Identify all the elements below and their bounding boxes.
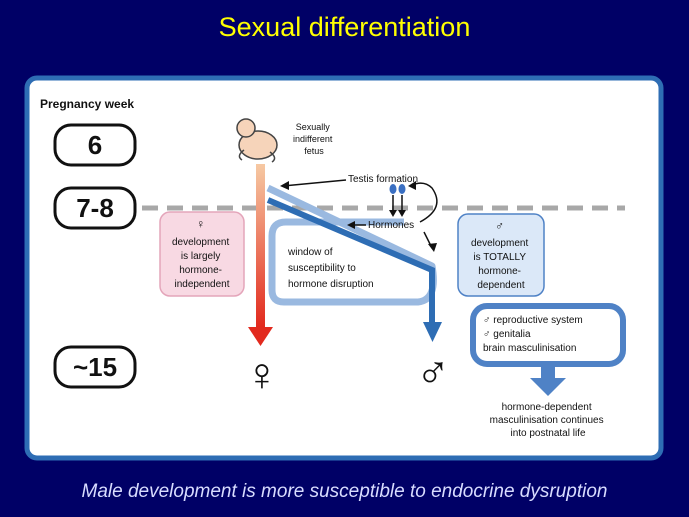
female-box-line: is largely xyxy=(181,251,220,262)
testis-arrow xyxy=(282,179,347,187)
male-pathway-arrow xyxy=(266,197,442,342)
male-box-line: ♂ xyxy=(495,219,504,233)
week-label-7-8: 7-8 xyxy=(76,193,114,223)
week-label-15: ~15 xyxy=(73,352,117,382)
testes-icon xyxy=(389,184,406,194)
pregnancy-week-label: Pregnancy week xyxy=(40,97,134,111)
male-box-line: hormone- xyxy=(478,266,521,277)
slide-footer: Male development is more susceptible to … xyxy=(81,481,608,502)
fetus-label: Sexually indifferent fetus xyxy=(293,122,335,156)
male-symbol: ♂ xyxy=(416,346,451,398)
male-box-line: is TOTALLY xyxy=(473,252,526,263)
male-box-line: dependent xyxy=(477,280,524,291)
male-outcomes-text: ♂ reproductive system ♂ genitalia brain … xyxy=(483,315,586,354)
window-label-line: window of xyxy=(287,247,333,258)
week-box-15: ~15 xyxy=(53,345,137,389)
male-development-box: ♂ development is TOTALLY hormone- depend… xyxy=(457,213,545,297)
postnatal-text: hormone-dependent masculinisation contin… xyxy=(490,402,607,439)
female-box-text: ♀ development is largely hormone- indepe… xyxy=(172,217,232,290)
slide-title: Sexual differentiation xyxy=(218,12,471,42)
female-development-box: ♀ development is largely hormone- indepe… xyxy=(159,211,245,297)
female-box-line: development xyxy=(172,237,229,248)
window-label-line: hormone disruption xyxy=(288,279,374,290)
female-symbol: ♀ xyxy=(245,348,280,400)
window-label-line: susceptibility to xyxy=(288,263,356,274)
female-pathway-arrow xyxy=(248,164,273,346)
week-box-6: 6 xyxy=(53,123,137,167)
male-outcomes-box: ♂ reproductive system ♂ genitalia brain … xyxy=(470,303,626,367)
fetus-icon xyxy=(236,118,278,163)
male-outcome-line: ♂ reproductive system xyxy=(483,315,583,326)
male-box-line: development xyxy=(471,238,528,249)
week-box-7-8: 7-8 xyxy=(53,186,137,230)
male-box-text: ♂ development is TOTALLY hormone- depend… xyxy=(471,219,531,291)
male-outcome-line: brain masculinisation xyxy=(483,343,576,354)
postnatal-line: into postnatal life xyxy=(510,428,585,439)
testes-down-arrows xyxy=(389,195,406,217)
female-box-line: ♀ xyxy=(196,217,205,231)
fetus-label-line: fetus xyxy=(304,146,324,156)
hormones-label: Hormones xyxy=(368,220,414,231)
postnatal-line: hormone-dependent xyxy=(502,402,592,413)
postnatal-line: masculinisation continues xyxy=(490,415,604,426)
outcomes-down-arrow xyxy=(530,362,566,396)
female-box-line: hormone- xyxy=(179,265,222,276)
week-label-6: 6 xyxy=(88,130,102,160)
female-box-line: independent xyxy=(174,279,229,290)
fetus-label-line: indifferent xyxy=(293,134,333,144)
male-outcome-line: ♂ genitalia xyxy=(483,329,531,340)
feedback-arrow xyxy=(411,182,438,223)
testis-formation-label: Testis formation xyxy=(348,174,418,185)
window-label: window of susceptibility to hormone disr… xyxy=(287,247,374,290)
fetus-label-line: Sexually xyxy=(296,122,331,132)
